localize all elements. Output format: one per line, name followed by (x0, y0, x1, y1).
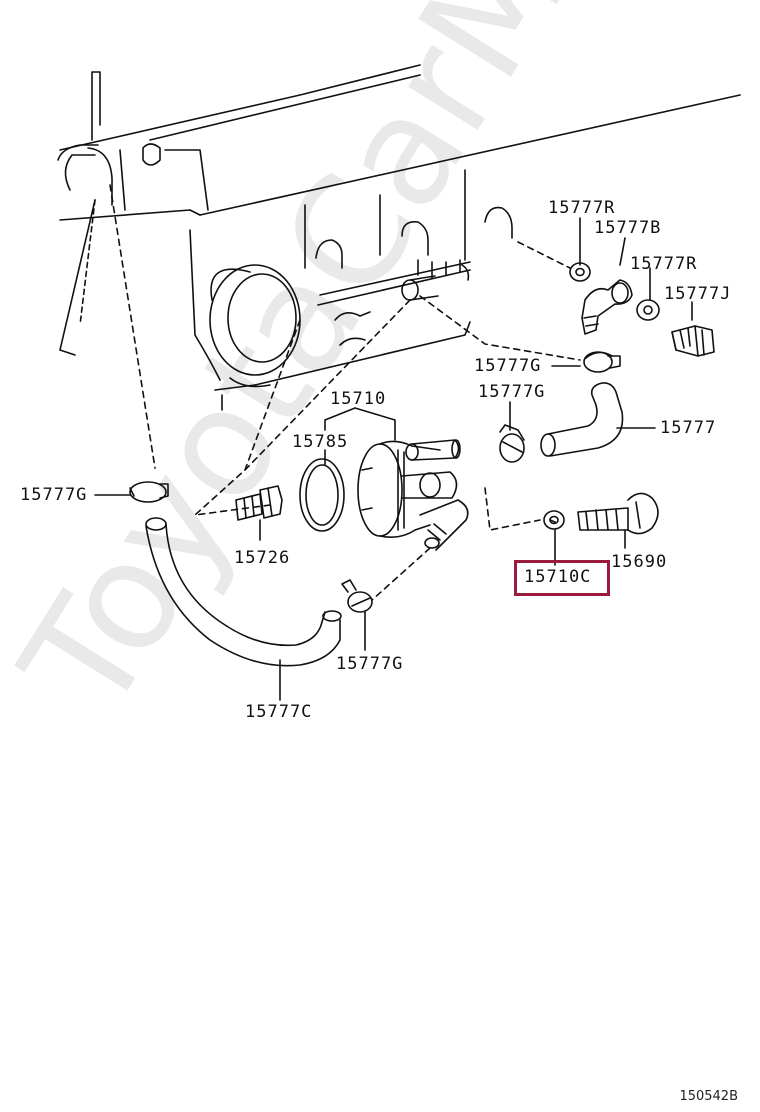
label-15777c[interactable]: 15777C (245, 702, 313, 722)
clamp-15777g-upper (584, 352, 620, 372)
label-15777[interactable]: 15777 (660, 418, 717, 438)
hose-15777c (146, 518, 341, 666)
gasket-15785 (300, 459, 344, 531)
highlight-box (514, 560, 610, 596)
label-15777g-upper[interactable]: 15777G (474, 356, 542, 376)
label-15710c[interactable]: 15710C (524, 567, 592, 587)
label-15785[interactable]: 15785 (292, 432, 349, 452)
leader-dashed-lines (110, 185, 580, 600)
label-15777r-top[interactable]: 15777R (548, 198, 616, 218)
washer-15777r-right (637, 300, 659, 320)
leader-lines (95, 218, 692, 700)
oil-cooler-15710 (358, 440, 468, 550)
bolt-15690 (578, 493, 658, 533)
label-15777j[interactable]: 15777J (664, 284, 732, 304)
plug-15726 (236, 486, 282, 520)
reference-number: 150542B (679, 1089, 738, 1104)
label-15777r-right[interactable]: 15777R (630, 254, 698, 274)
engine-block (58, 65, 740, 410)
label-15777g-left[interactable]: 15777G (20, 485, 88, 505)
bolt-15777j (672, 326, 714, 356)
label-15726[interactable]: 15726 (234, 548, 291, 568)
label-15690[interactable]: 15690 (611, 552, 668, 572)
label-15777g-middle[interactable]: 15777G (478, 382, 546, 402)
label-15777b[interactable]: 15777B (594, 218, 662, 238)
clamp-15777g-lower (342, 580, 372, 612)
label-15777g-lower[interactable]: 15777G (336, 654, 404, 674)
union-15777b (582, 280, 632, 334)
label-15710[interactable]: 15710 (330, 389, 387, 409)
clamp-15777g-left (130, 482, 168, 502)
washer-15777r-top (570, 263, 590, 281)
clamp-15777g-middle (500, 425, 524, 462)
hose-15777 (541, 383, 623, 456)
washer-15710c (544, 511, 564, 529)
